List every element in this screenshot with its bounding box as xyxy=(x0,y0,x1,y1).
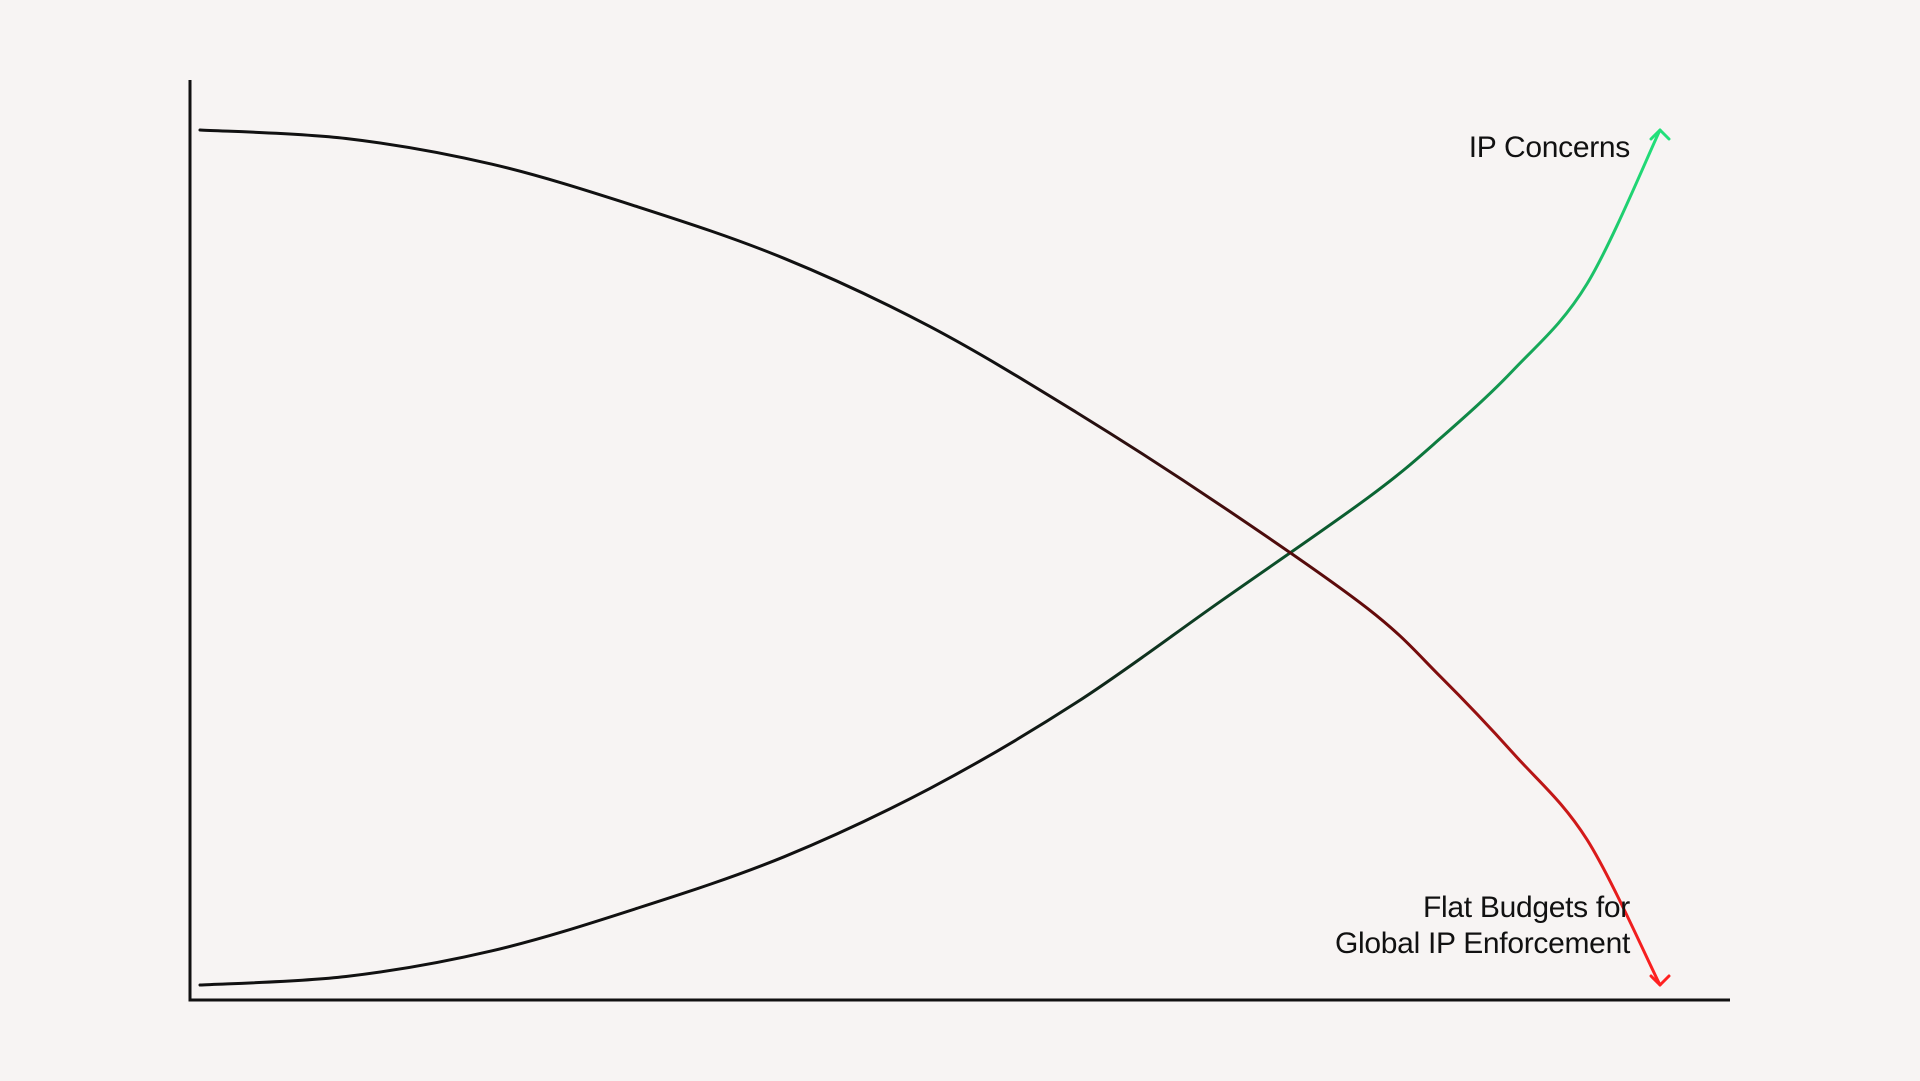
series-line-ip-concerns xyxy=(198,128,1662,987)
series-label-line: IP Concerns xyxy=(1469,131,1630,164)
series-label-line: Global IP Enforcement xyxy=(1335,927,1631,960)
series-line-flat-budgets xyxy=(198,128,1662,987)
series-label-line: Flat Budgets for xyxy=(1423,891,1630,924)
arrow-up-icon xyxy=(1649,128,1671,141)
series-layer xyxy=(198,128,1671,987)
series-label-ip-concerns: IP Concerns xyxy=(1469,131,1630,164)
arrow-down-icon xyxy=(1649,974,1671,987)
